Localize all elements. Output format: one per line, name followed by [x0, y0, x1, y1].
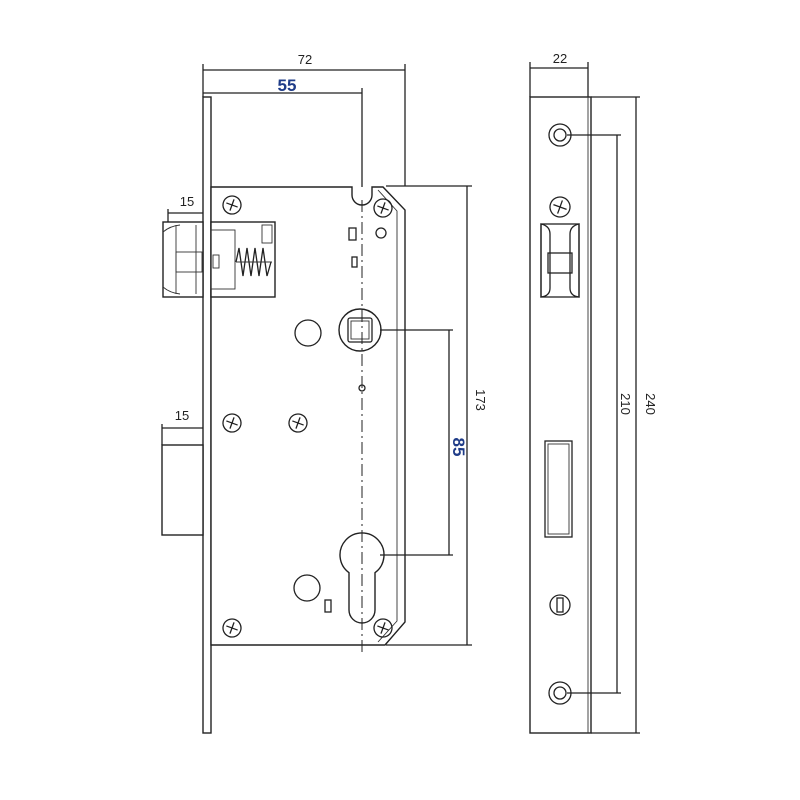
- cylinder-screw: [549, 594, 571, 616]
- lock-side-view: [161, 88, 406, 734]
- spindle-square-hole: [347, 317, 373, 343]
- faceplate: [529, 96, 592, 734]
- deadbolt: [161, 444, 204, 536]
- latch-front-right-curve: [569, 223, 580, 298]
- small-tab-lower: [324, 599, 332, 613]
- side-faceplate: [202, 96, 212, 734]
- deadbolt-slot-inner: [547, 443, 570, 535]
- dimensions-side-view: 72 55 15 15 173 85: [161, 52, 488, 646]
- follower-ring: [338, 308, 382, 352]
- dim-label-faceplate-width: 22: [553, 51, 567, 66]
- case-hole-lower: [293, 574, 321, 602]
- deadbolt-slot: [544, 440, 573, 538]
- latch-front-left-curve: [540, 223, 551, 298]
- case-hole-upper: [294, 319, 322, 347]
- latch-bevel-lines: [162, 224, 181, 295]
- dim-label-deadbolt-projection: 15: [175, 408, 189, 423]
- screw-icon: [373, 618, 393, 638]
- latch-front-slot: [547, 252, 573, 274]
- faceplate-front-view: [529, 96, 592, 734]
- latch-housing-block: [210, 229, 236, 290]
- latch-tongue: [162, 221, 204, 298]
- latch-housing-frame: [210, 221, 276, 298]
- dim-label-backset: 55: [278, 76, 297, 95]
- dim-label-screw-spacing: 210: [618, 393, 633, 415]
- screw-icon: [373, 198, 393, 218]
- case-screws: [222, 195, 393, 638]
- dim-label-latch-projection: 15: [180, 194, 194, 209]
- screw-icon: [222, 618, 242, 638]
- dim-label-center-distance: 85: [449, 438, 468, 457]
- latch-housing: [210, 221, 276, 298]
- spindle-square-inner: [350, 320, 370, 340]
- small-tab-upper: [348, 227, 357, 241]
- lock-case: [210, 186, 406, 646]
- small-pin-hole: [375, 227, 387, 239]
- screw-icon: [288, 413, 308, 433]
- latch-front: [540, 223, 580, 298]
- screw-icon: [222, 195, 242, 215]
- dim-label-case-height: 173: [473, 389, 488, 411]
- screw-icon: [222, 413, 242, 433]
- latch-stop: [261, 224, 273, 244]
- latch-front-frame: [540, 223, 580, 298]
- screw-icon: [549, 196, 571, 218]
- latch-housing-pin: [212, 254, 220, 269]
- follower-hub: [338, 308, 382, 352]
- small-tab-middle: [351, 256, 358, 268]
- latch-bolt: [162, 221, 204, 298]
- dim-label-faceplate-height: 240: [643, 393, 658, 415]
- dimensions-front-view: 22 240 210: [529, 51, 658, 734]
- dim-label-overall-width: 72: [298, 52, 312, 67]
- latch-slot: [175, 251, 203, 273]
